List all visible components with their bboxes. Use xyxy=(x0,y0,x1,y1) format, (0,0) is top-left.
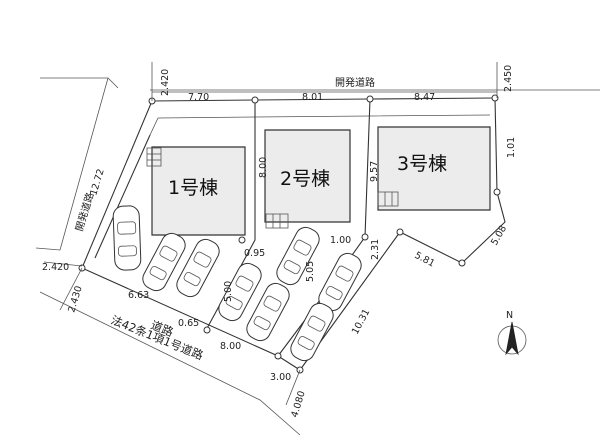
car xyxy=(142,232,186,292)
house-1-label: 1号棟 xyxy=(168,177,218,199)
vertex-markers xyxy=(78,94,501,374)
dim-s-3: 8.00 xyxy=(220,341,241,352)
north-label: N xyxy=(506,310,513,321)
dim-div-2-3-low: 1.00 xyxy=(330,235,351,246)
dim-n-west-offset: 2.420 xyxy=(160,69,171,96)
dim-e-2: 5.08 xyxy=(489,224,509,248)
house-2-footprint xyxy=(264,129,351,223)
dim-s-2: 0.65 xyxy=(178,318,199,329)
dim-div-1-2-top: 8.00 xyxy=(258,157,269,178)
dim-n-3: 8.47 xyxy=(414,92,435,103)
dimension-lines xyxy=(43,62,498,406)
dim-w-edge: 12.72 xyxy=(88,168,106,197)
dim-s-4: 3.00 xyxy=(270,372,291,383)
dim-n-east-offset: 2.450 xyxy=(503,65,514,92)
house-3-footprint xyxy=(377,126,491,211)
dim-e-1: 1.01 xyxy=(506,137,517,158)
dim-w-offset: 2.420 xyxy=(42,262,69,273)
dim-div-2-3: 9.57 xyxy=(369,161,380,182)
dim-div-3-low: 2.31 xyxy=(370,239,381,260)
dim-lot-a: 5.00 xyxy=(223,281,234,302)
dim-div-1-2-low: 0.95 xyxy=(244,248,265,259)
dim-e-4: 10.31 xyxy=(350,307,372,336)
road-label-west: 開発道路 xyxy=(72,191,96,233)
car xyxy=(218,262,262,322)
dim-lot-b: 5.05 xyxy=(305,261,316,282)
car xyxy=(276,226,320,286)
road-label-north: 開発道路 xyxy=(335,76,375,89)
car xyxy=(290,302,334,362)
dim-s-1: 6.63 xyxy=(128,290,149,301)
dim-e-3: 5.81 xyxy=(413,250,437,270)
car xyxy=(176,238,220,298)
dim-n-1: 7.70 xyxy=(188,92,209,103)
buildings xyxy=(146,126,491,236)
house-1-footprint xyxy=(151,146,246,236)
dim-n-2: 8.01 xyxy=(302,92,323,103)
north-arrow: N xyxy=(497,310,527,356)
dim-s-corner: 4.080 xyxy=(289,390,307,419)
road-edges xyxy=(35,77,600,436)
car xyxy=(112,205,142,271)
car xyxy=(246,282,290,342)
parked-cars xyxy=(112,205,362,362)
house-3-label: 3号棟 xyxy=(397,153,447,175)
house-2-label: 2号棟 xyxy=(280,168,330,190)
dim-s-offset: 2.430 xyxy=(66,285,84,314)
